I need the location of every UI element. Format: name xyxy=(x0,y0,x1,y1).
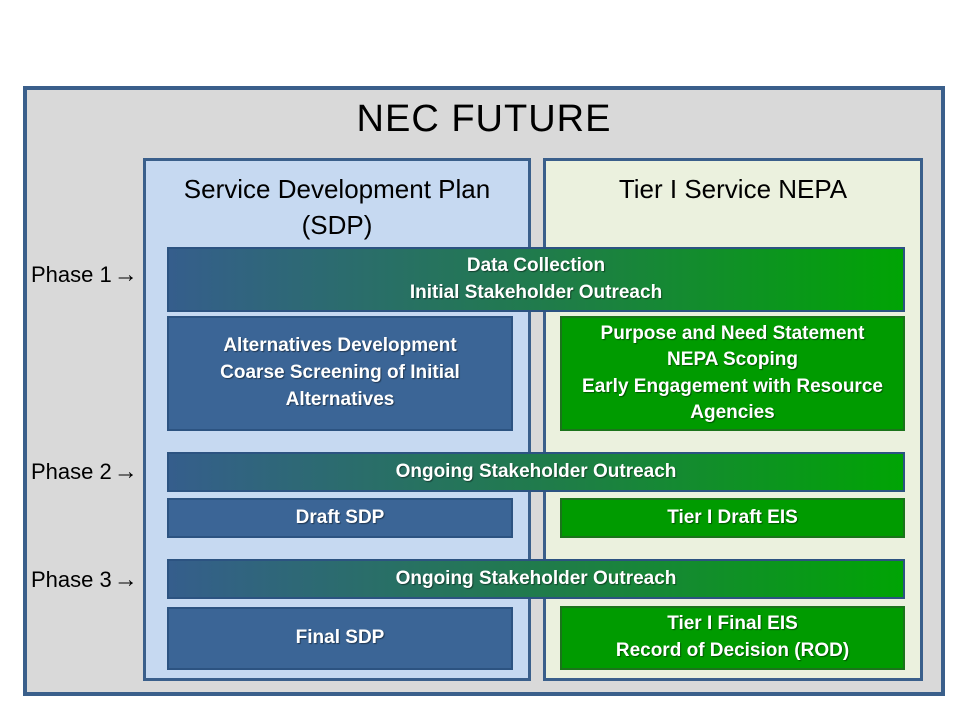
nepa-column-header: Tier I Service NEPA xyxy=(618,174,848,204)
purpose-need-line2: NEPA Scoping xyxy=(667,349,798,371)
phase-label-3: Phase 3→ xyxy=(31,565,143,595)
phase-2-text: Phase 2 xyxy=(31,459,112,484)
final-eis-line1: Tier I Final EIS xyxy=(667,613,798,635)
purpose-need-line1: Purpose and Need Statement xyxy=(600,323,865,345)
ongoing-outreach-bar-1: Ongoing Stakeholder Outreach xyxy=(167,452,905,492)
ongoing-outreach-bar-2: Ongoing Stakeholder Outreach xyxy=(167,559,905,599)
data-collection-bar: Data Collection Initial Stakeholder Outr… xyxy=(167,247,905,312)
phase-3-text: Phase 3 xyxy=(31,567,112,592)
diagram-title: NEC FUTURE xyxy=(356,98,612,140)
data-collection-line1: Data Collection xyxy=(466,254,606,276)
tier1-final-eis-box: Tier I Final EIS Record of Decision (ROD… xyxy=(560,606,905,670)
data-collection-line2: Initial Stakeholder Outreach xyxy=(409,281,663,303)
sdp-column-header: Service Development Plan (SDP) xyxy=(146,161,528,244)
tier1-draft-eis-box: Tier I Draft EIS xyxy=(560,498,905,538)
alternatives-line2: Coarse Screening of Initial Alternatives xyxy=(220,362,460,410)
purpose-need-box: Purpose and Need Statement NEPA Scoping … xyxy=(560,316,905,431)
phase-1-text: Phase 1 xyxy=(31,262,112,287)
arrow-right-icon: → xyxy=(113,566,138,593)
sdp-header-line1: Service Development Plan xyxy=(183,174,491,204)
draft-sdp-box: Draft SDP xyxy=(167,498,513,538)
arrow-right-icon: → xyxy=(113,458,138,485)
phase-label-2: Phase 2→ xyxy=(31,457,143,487)
sdp-header-line2: (SDP) xyxy=(301,210,373,241)
phase-label-1: Phase 1→ xyxy=(31,260,143,290)
alternatives-development-box: Alternatives Development Coarse Screenin… xyxy=(167,316,513,431)
alternatives-line1: Alternatives Development xyxy=(223,335,457,357)
final-eis-line2: Record of Decision (ROD) xyxy=(615,640,850,661)
purpose-need-line3: Early Engagement with Resource Agencies xyxy=(582,375,883,423)
arrow-right-icon: → xyxy=(113,261,138,288)
final-sdp-box: Final SDP xyxy=(167,607,513,670)
